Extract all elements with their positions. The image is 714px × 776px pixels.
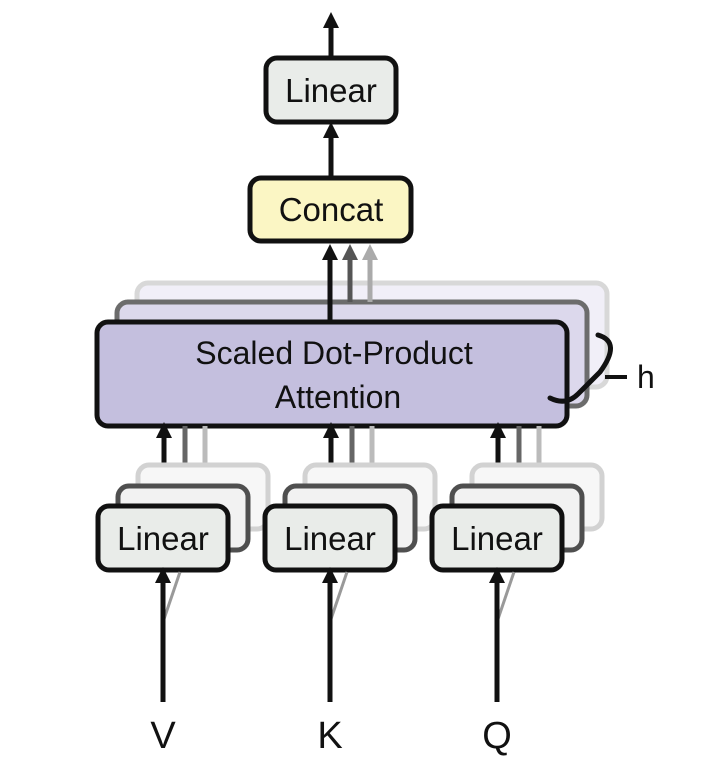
linear-stack-q: Linear — [429, 462, 605, 573]
linear-k-label: Linear — [284, 520, 376, 557]
linear-stack-k: Linear — [262, 462, 438, 573]
concat-box: Concat — [247, 175, 414, 244]
input-k-label: K — [317, 715, 342, 757]
concat-label: Concat — [279, 191, 384, 228]
head-output-arrows — [321, 243, 379, 322]
linear-stack-v: Linear — [95, 462, 271, 573]
heads-label: h — [637, 359, 655, 395]
linear-v-label: Linear — [117, 520, 209, 557]
linear-q-label: Linear — [451, 520, 543, 557]
input-v-label: V — [150, 715, 176, 757]
input-arrows — [154, 566, 516, 702]
output-linear-box: Linear — [263, 55, 399, 125]
output-linear-label: Linear — [285, 72, 377, 109]
input-q-label: Q — [482, 715, 512, 757]
scaled-dot-product-attention-box: Scaled Dot-Product Attention — [94, 319, 570, 429]
attention-label-line2: Attention — [275, 379, 401, 415]
attention-label-line1: Scaled Dot-Product — [195, 335, 473, 371]
heads-bracket: h — [547, 332, 655, 404]
